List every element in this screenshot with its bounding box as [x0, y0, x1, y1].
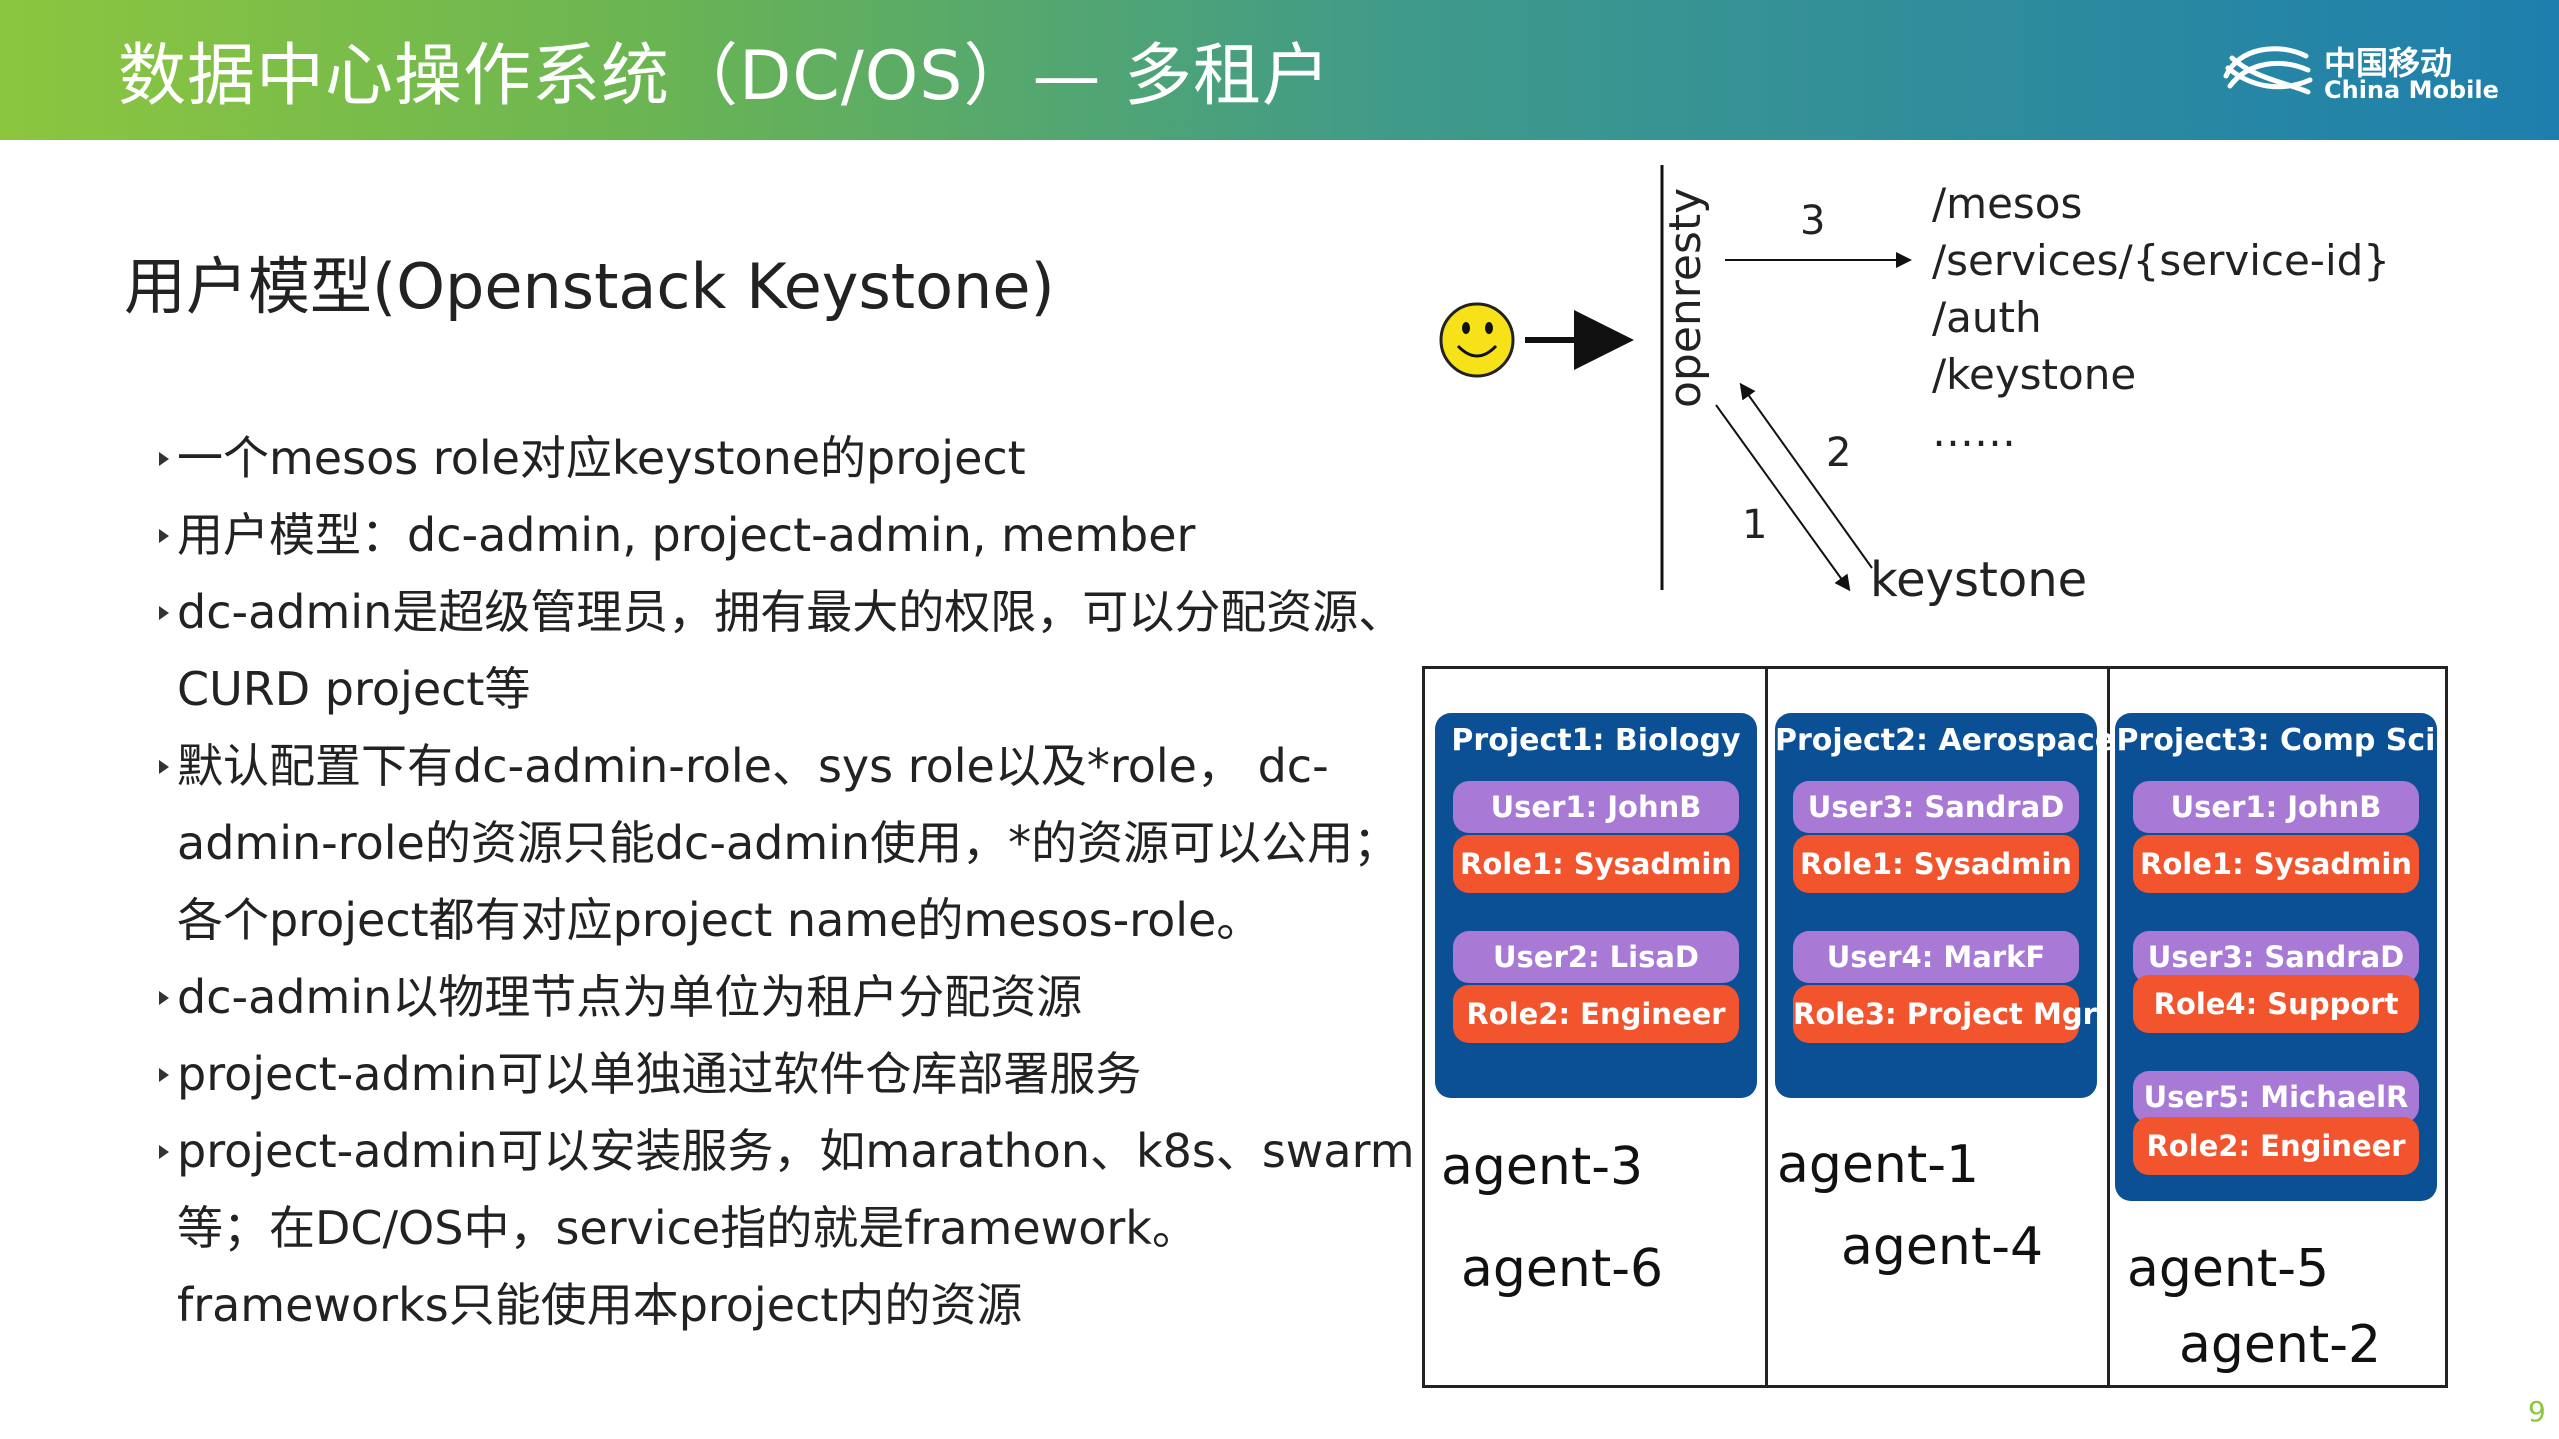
smiley-user-icon — [1439, 302, 1515, 378]
role-pill: Role4: Support — [2133, 975, 2419, 1033]
arrow-label-2: 2 — [1826, 430, 1852, 476]
bullet-list: 一个mesos role对应keystone的project 用户模型：dc-a… — [155, 420, 1445, 1344]
agent-label: agent-4 — [1841, 1217, 2044, 1277]
bullet-item: dc-admin是超级管理员，拥有最大的权限，可以分配资源、CURD proje… — [155, 574, 1445, 728]
user-pill: User3: SandraD — [1793, 781, 2079, 833]
arrow-2 — [1739, 382, 1873, 569]
role-pill: Role3: Project Mgr — [1793, 985, 2097, 1043]
project-card: Project1: Biology User1: JohnB Role1: Sy… — [1435, 713, 1757, 1098]
user-pill: User5: MichaelR — [2133, 1071, 2419, 1123]
slide-title: 数据中心操作系统（DC/OS）— 多租户 — [118, 37, 1332, 116]
agent-column: Project1: Biology User1: JohnB Role1: Sy… — [1425, 669, 1768, 1385]
role-pill: Role1: Sysadmin — [2133, 835, 2419, 893]
path-item: /mesos — [1932, 179, 2083, 228]
bullet-item: project-admin可以单独通过软件仓库部署服务 — [155, 1036, 1445, 1113]
agent-label: agent-5 — [2127, 1239, 2330, 1299]
role-pill: Role1: Sysadmin — [1453, 835, 1739, 893]
china-mobile-logo-icon — [2223, 46, 2313, 95]
header-banner: 数据中心操作系统（DC/OS）— 多租户 中国移动 China Mobile — [0, 0, 2559, 140]
user-pill: User1: JohnB — [1453, 781, 1739, 833]
user-pill: User4: MarkF — [1793, 931, 2079, 983]
section-subtitle: 用户模型(Openstack Keystone) — [124, 250, 1055, 323]
keystone-label: keystone — [1870, 552, 2088, 608]
logo-text-en: China Mobile — [2324, 76, 2499, 104]
arrow-label-1: 1 — [1742, 502, 1768, 548]
path-item: /auth — [1932, 293, 2042, 342]
agent-label: agent-2 — [2179, 1315, 2382, 1375]
bullet-item: project-admin可以安装服务，如marathon、k8s、swarm等… — [155, 1113, 1445, 1344]
role-pill: Role2: Engineer — [1453, 985, 1739, 1043]
user-pill: User3: SandraD — [2133, 931, 2419, 983]
role-pill: Role2: Engineer — [2133, 1117, 2419, 1175]
path-list: /mesos /services/{service-id} /auth /key… — [1932, 175, 2390, 460]
project-card: Project2: Aerospace User3: SandraD Role1… — [1775, 713, 2116, 1098]
bullet-item: 一个mesos role对应keystone的project — [155, 420, 1445, 497]
path-item: /services/{service-id} — [1932, 236, 2391, 285]
agent-column: Project2: Aerospace User3: SandraD Role1… — [1767, 669, 2116, 1385]
project-title: Project1: Biology — [1451, 723, 1741, 758]
agent-label: agent-6 — [1461, 1239, 1664, 1299]
project-title: Project3: Comp Sci — [2116, 723, 2436, 758]
page-number: 9 — [2528, 1395, 2546, 1428]
logo-text-cn: 中国移动 — [2324, 44, 2453, 82]
bullet-item: dc-admin以物理节点为单位为租户分配资源 — [155, 959, 1445, 1036]
user-pill: User1: JohnB — [2133, 781, 2419, 833]
bullet-item: 用户模型：dc-admin, project-admin, member — [155, 497, 1445, 574]
china-mobile-logo: 中国移动 China Mobile — [2218, 38, 2508, 108]
user-pill: User2: LisaD — [1453, 931, 1739, 983]
path-item: …… — [1932, 407, 2016, 456]
arrow-label-3: 3 — [1800, 198, 1826, 244]
role-pill: Role1: Sysadmin — [1793, 835, 2079, 893]
auth-flow-diagram — [1439, 165, 1912, 592]
agent-column: Project3: Comp Sci User1: JohnB Role1: S… — [2109, 669, 2445, 1385]
project-card: Project3: Comp Sci User1: JohnB Role1: S… — [2115, 713, 2437, 1201]
agent-label: agent-1 — [1777, 1135, 1980, 1195]
arrow-1 — [1715, 404, 1851, 592]
project-title: Project2: Aerospace — [1775, 723, 2116, 758]
openresty-label: openresty — [1660, 187, 1711, 408]
tenant-agents-table: Project1: Biology User1: JohnB Role1: Sy… — [1422, 666, 2448, 1388]
path-item: /keystone — [1932, 350, 2137, 399]
bullet-item: 默认配置下有dc-admin-role、sys role以及*role， dc-… — [155, 728, 1445, 959]
agent-label: agent-3 — [1441, 1137, 1644, 1197]
